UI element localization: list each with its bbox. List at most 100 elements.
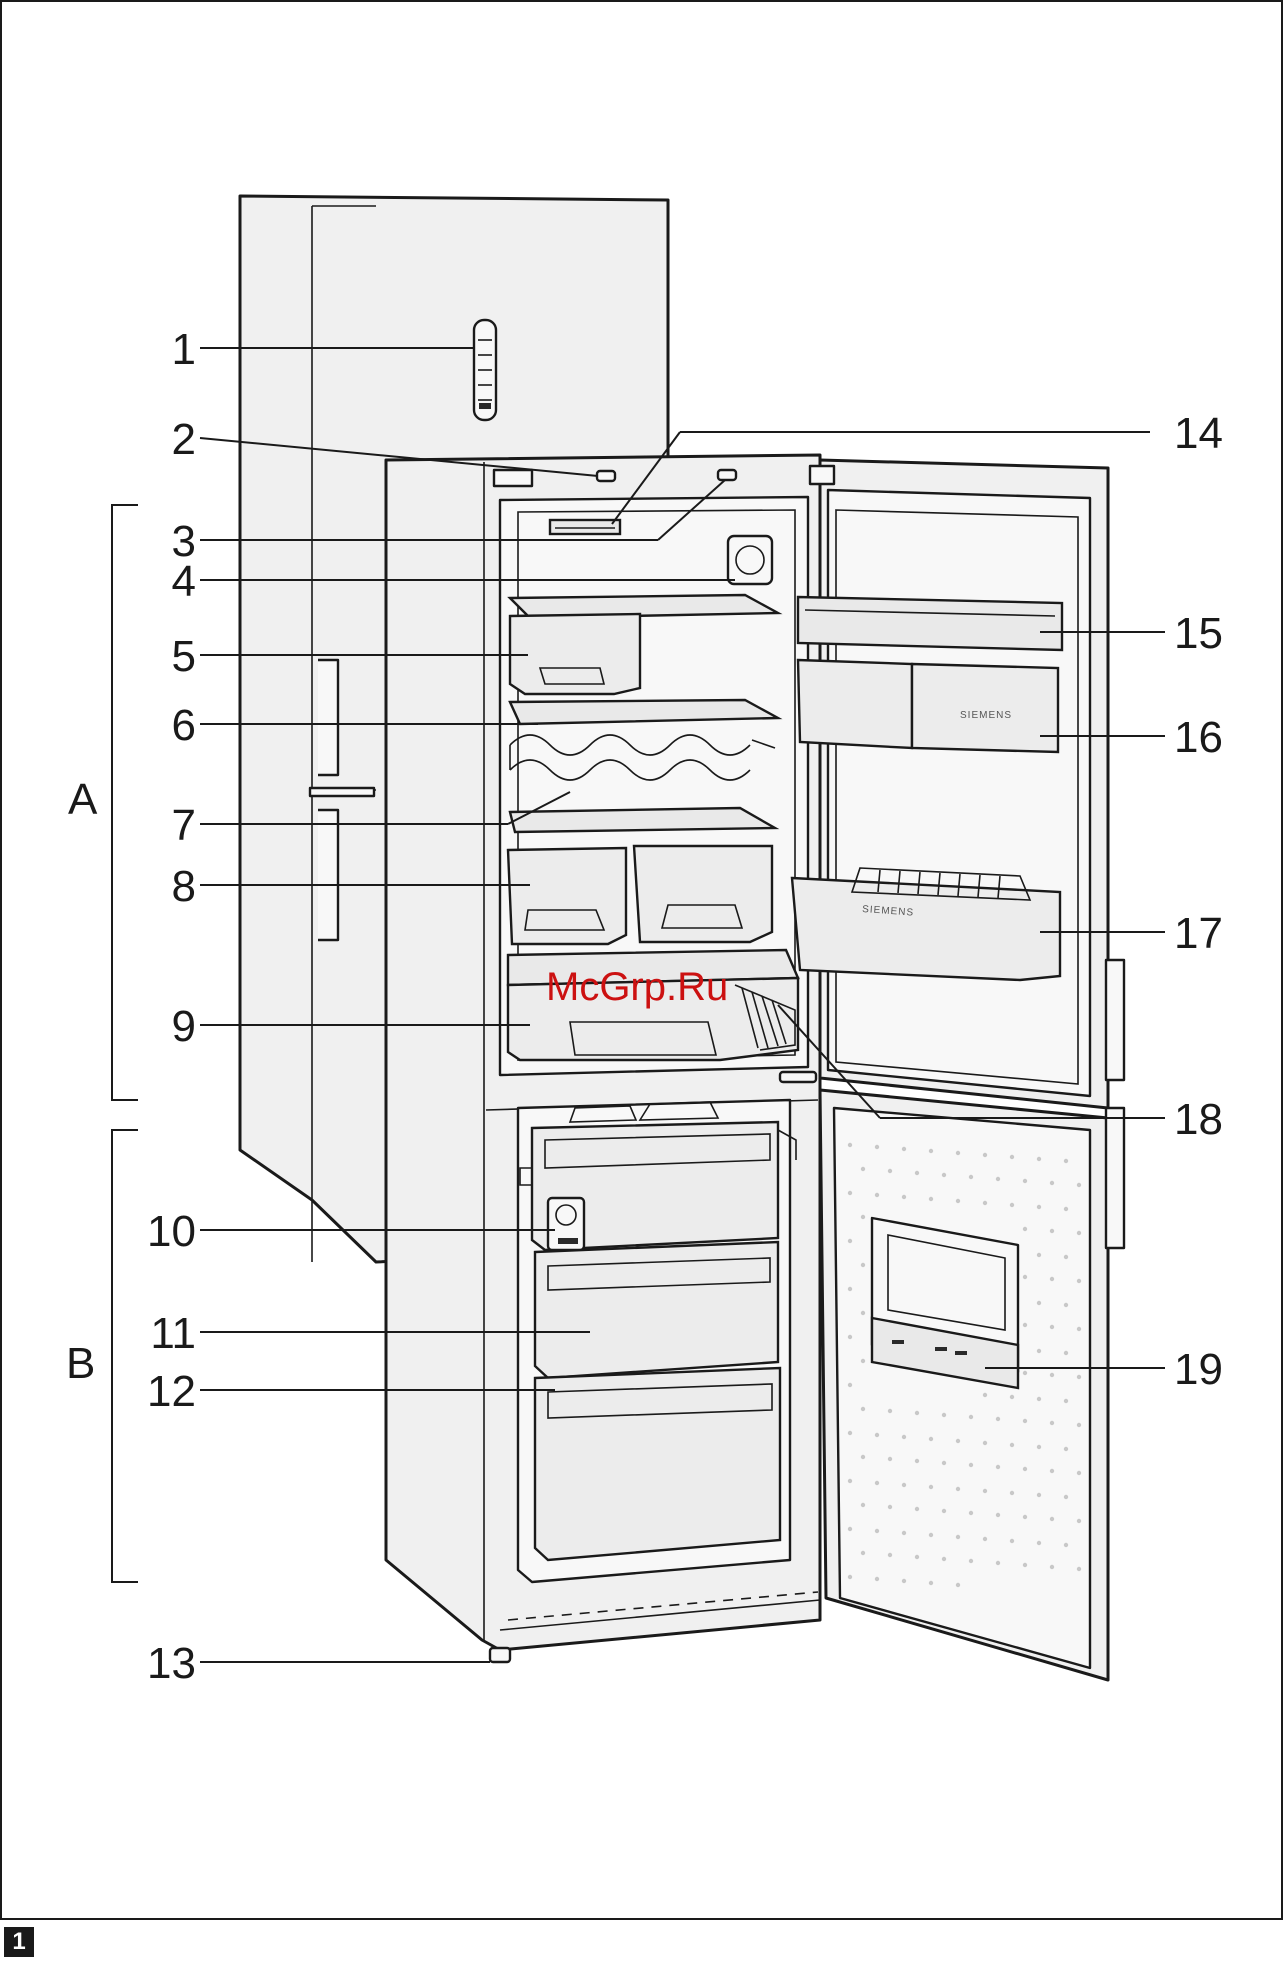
door-dot	[1064, 1495, 1068, 1499]
group-bracket-a: A	[68, 505, 138, 1100]
door-dot	[996, 1465, 1000, 1469]
door-dot	[1023, 1323, 1027, 1327]
fridge-door-side-handle	[1106, 960, 1124, 1080]
door-dot	[1050, 1469, 1054, 1473]
top-light-2	[718, 470, 736, 480]
door-dot	[861, 1407, 865, 1411]
group-bracket-b: B	[66, 1130, 138, 1582]
callout-19: 19	[1174, 1345, 1223, 1394]
callout-2: 2	[172, 415, 196, 464]
ice-cube-tray	[548, 1198, 584, 1250]
door-dot	[942, 1173, 946, 1177]
door-dot	[1050, 1373, 1054, 1377]
callout-10: 10	[147, 1207, 196, 1256]
door-dot	[902, 1531, 906, 1535]
door-dot	[875, 1481, 879, 1485]
door-dot	[1064, 1447, 1068, 1451]
door-dot	[915, 1459, 919, 1463]
door-dot	[1064, 1399, 1068, 1403]
door-dot	[929, 1533, 933, 1537]
door-dot	[861, 1167, 865, 1171]
door-dot	[1050, 1229, 1054, 1233]
callout-18: 18	[1174, 1095, 1223, 1144]
door-dot	[848, 1143, 852, 1147]
top-left-button	[494, 470, 532, 486]
callout-11: 11	[150, 1309, 196, 1358]
door-dot	[983, 1441, 987, 1445]
door-dot	[848, 1527, 852, 1531]
fridge-freezer-diagram: SIEMENS SIEMENS A B	[0, 0, 1283, 1920]
door-dot	[969, 1511, 973, 1515]
door-dot	[861, 1215, 865, 1219]
ventilator	[728, 536, 772, 584]
door-dot	[888, 1457, 892, 1461]
door-dot	[983, 1537, 987, 1541]
door-dot	[848, 1335, 852, 1339]
door-bin-right	[912, 664, 1058, 752]
door-dot	[1050, 1421, 1054, 1425]
door-dot	[969, 1415, 973, 1419]
door-dot	[1077, 1183, 1081, 1187]
door-dot	[848, 1239, 852, 1243]
door-dot	[861, 1311, 865, 1315]
door-dot	[996, 1513, 1000, 1517]
door-dot	[1077, 1279, 1081, 1283]
door-dot	[1023, 1467, 1027, 1471]
door-dot	[915, 1507, 919, 1511]
door-dot	[1037, 1493, 1041, 1497]
door-dot	[942, 1557, 946, 1561]
door-dot	[996, 1561, 1000, 1565]
callout-8: 8	[172, 862, 196, 911]
door-dot	[996, 1417, 1000, 1421]
door-dot	[915, 1411, 919, 1415]
door-dot	[848, 1383, 852, 1387]
door-dot	[1064, 1351, 1068, 1355]
callout-6: 6	[172, 701, 196, 750]
light-switch	[597, 471, 615, 481]
door-dot	[956, 1583, 960, 1587]
door-dot	[1023, 1227, 1027, 1231]
door-dot	[1077, 1375, 1081, 1379]
door-dot	[929, 1485, 933, 1489]
open-appliance: SIEMENS SIEMENS	[386, 455, 1124, 1680]
callout-16: 16	[1174, 713, 1223, 762]
callout-7: 7	[172, 801, 196, 850]
door-dot	[915, 1555, 919, 1559]
door-dot	[861, 1359, 865, 1363]
door-dot	[1037, 1349, 1041, 1353]
fridge-door-handle	[318, 660, 338, 775]
door-dot	[969, 1559, 973, 1563]
door-dot	[1010, 1395, 1014, 1399]
freezer-drawer-3	[535, 1368, 780, 1560]
door-dot	[956, 1535, 960, 1539]
door-dot	[1077, 1327, 1081, 1331]
door-dot	[875, 1193, 879, 1197]
door-dot	[1064, 1543, 1068, 1547]
door-dot	[1050, 1565, 1054, 1569]
callout-4: 4	[172, 557, 196, 606]
door-dot	[875, 1145, 879, 1149]
door-dot	[875, 1529, 879, 1533]
freezer-door-side-handle	[1106, 1108, 1124, 1248]
door-dot	[956, 1199, 960, 1203]
door-dot	[1064, 1255, 1068, 1259]
door-dot	[902, 1579, 906, 1583]
door-dot	[861, 1263, 865, 1267]
door-dot	[848, 1479, 852, 1483]
glass-shelf-3	[510, 808, 775, 832]
callout-1: 1	[172, 325, 196, 374]
door-dot	[929, 1197, 933, 1201]
door-dot	[1077, 1519, 1081, 1523]
door-dot	[902, 1435, 906, 1439]
door-dot	[888, 1505, 892, 1509]
door-dot	[902, 1483, 906, 1487]
door-dot	[996, 1177, 1000, 1181]
door-dot	[1010, 1491, 1014, 1495]
door-dot	[1064, 1303, 1068, 1307]
door-dot	[956, 1487, 960, 1491]
door-dot	[848, 1431, 852, 1435]
door-dot	[983, 1489, 987, 1493]
door-dot	[902, 1147, 906, 1151]
door-dot	[875, 1433, 879, 1437]
door-dot	[929, 1149, 933, 1153]
